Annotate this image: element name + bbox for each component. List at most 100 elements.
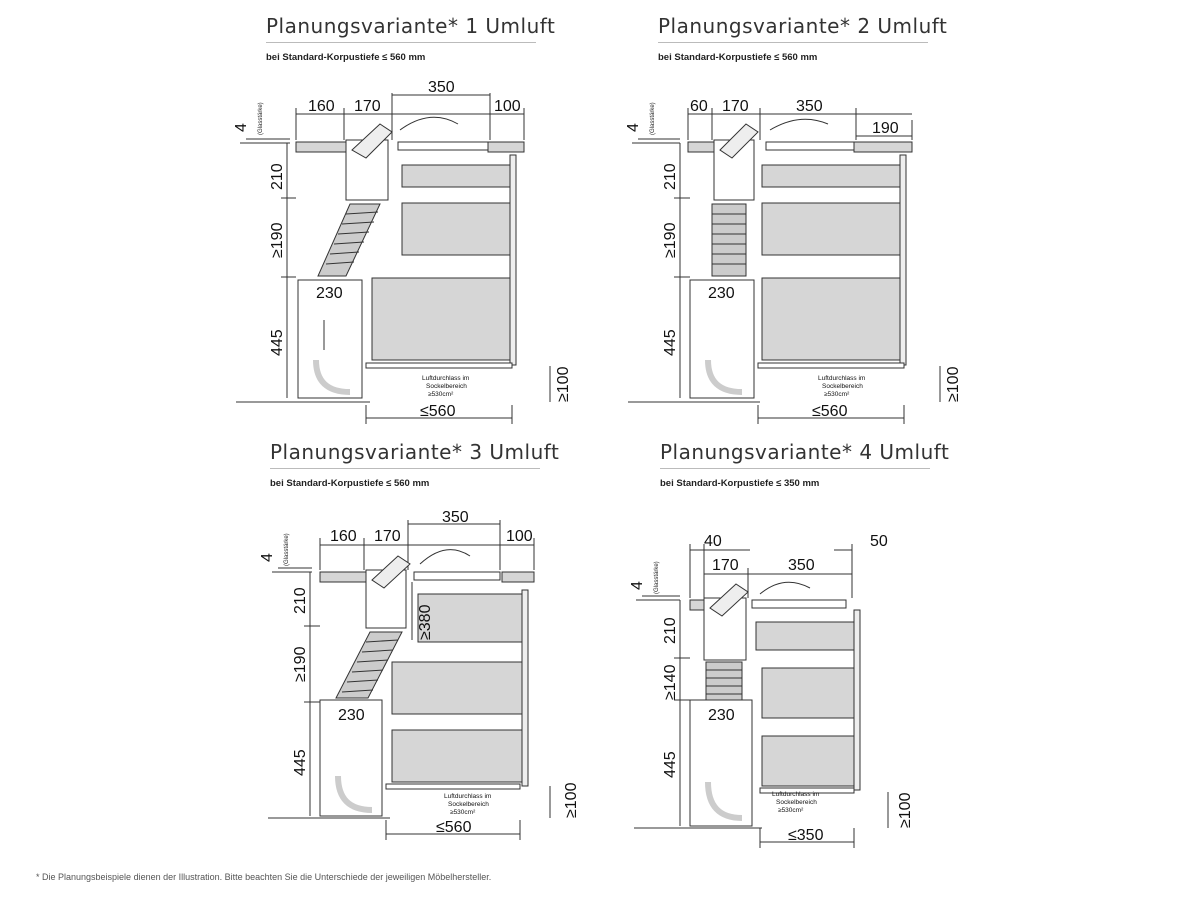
dim-v3: 445 [269, 329, 286, 356]
dim-v3: 445 [662, 329, 679, 356]
dim-top-c: 350 [428, 79, 455, 96]
air-note-line3: ≥530cm² [450, 809, 476, 816]
panel-title: Planungsvariante* 2 Umluft [658, 14, 948, 38]
cabinet-drawers [385, 589, 529, 790]
dim-box-width: 230 [708, 707, 735, 724]
panel-subtitle: bei Standard-Korpustiefe ≤ 560 mm [266, 52, 426, 63]
panel-variant-3: Planungsvariante* 3 Umluft bei Standard-… [270, 440, 830, 860]
duct-bellows [711, 203, 747, 277]
dim-top-b: 170 [374, 528, 401, 545]
title-rule [270, 468, 540, 469]
dimension-lines [268, 520, 551, 840]
dim-plinth-height: ≥100 [945, 366, 962, 402]
title-rule [658, 42, 928, 43]
dim-glass-thickness: 4 [625, 123, 642, 132]
dim-box-width: 230 [316, 285, 343, 302]
dim-top-d: 190 [872, 120, 899, 137]
filter-box [689, 699, 753, 827]
air-note-line3: ≥530cm² [778, 807, 804, 814]
panel-subtitle: bei Standard-Korpustiefe ≤ 560 mm [658, 52, 818, 63]
dim-v3: 445 [292, 749, 309, 776]
hood-unit [713, 118, 829, 201]
title-rule [266, 42, 536, 43]
air-note-line2: Sockelbereich [822, 383, 863, 390]
worktop [319, 571, 535, 583]
dim-v2: ≥190 [292, 646, 309, 682]
dim-v2: ≥190 [269, 222, 286, 258]
glass-label: (Glasstärke) [258, 102, 264, 135]
dim-glass-thickness: 4 [259, 553, 276, 562]
dim-plinth-height: ≥100 [555, 366, 572, 402]
dimension-lines [634, 544, 889, 848]
air-note-line2: Sockelbereich [776, 799, 817, 806]
duct-bellows [705, 661, 743, 701]
dim-top-b: 170 [354, 98, 381, 115]
glass-label: (Glasstärke) [284, 533, 290, 566]
dim-top-a: 160 [330, 528, 357, 545]
dim-glass-thickness: 4 [233, 123, 250, 132]
panel-title: Planungsvariante* 4 Umluft [660, 440, 950, 464]
panel-variant-4: Planungsvariante* 4 Umluft bei Standard-… [660, 440, 1200, 860]
hood-unit [365, 549, 471, 629]
cabinet-drawers [755, 609, 861, 794]
dim-depth: ≤350 [788, 827, 824, 844]
dim-v2: ≥140 [662, 664, 679, 700]
air-note-line1: Luftdurchlass im [422, 375, 469, 382]
dim-depth: ≤560 [436, 819, 472, 836]
dim-top-a: 160 [308, 98, 335, 115]
hood-unit [703, 581, 811, 661]
hood-unit [345, 116, 459, 201]
dim-top-b: 170 [722, 98, 749, 115]
dim-top-c: 350 [442, 509, 469, 526]
dim-top-d: 100 [506, 528, 533, 545]
air-note-line2: Sockelbereich [448, 801, 489, 808]
cabinet-drawers [365, 154, 517, 369]
air-note-line3: ≥530cm² [428, 391, 454, 398]
dim-top-a: 40 [704, 533, 722, 550]
glass-label: (Glasstärke) [654, 561, 660, 594]
dim-v1: 210 [269, 163, 286, 190]
dim-v2: ≥190 [662, 222, 679, 258]
panel-variant-1: Planungsvariante* 1 Umluft bei Standard-… [266, 14, 826, 434]
air-note-line1: Luftdurchlass im [772, 791, 819, 798]
air-note-line2: Sockelbereich [426, 383, 467, 390]
filter-box [689, 279, 755, 399]
panel-subtitle: bei Standard-Korpustiefe ≤ 560 mm [270, 478, 430, 489]
title-rule [660, 468, 930, 469]
dim-plinth-height: ≥100 [563, 782, 580, 818]
air-note-line1: Luftdurchlass im [444, 793, 491, 800]
dim-extra-height: ≥380 [417, 604, 434, 640]
dim-box-width: 230 [708, 285, 735, 302]
duct-bellows [317, 203, 381, 277]
dim-v3: 445 [662, 751, 679, 778]
dim-box-width: 230 [338, 707, 365, 724]
footnote: * Die Planungsbeispiele dienen der Illus… [36, 872, 492, 882]
dim-glass-thickness: 4 [629, 581, 646, 590]
filter-box [319, 699, 383, 817]
dim-top-c: 350 [788, 557, 815, 574]
cabinet-drawers [757, 154, 907, 369]
panel-title: Planungsvariante* 1 Umluft [266, 14, 556, 38]
filter-box [297, 279, 363, 399]
panel-title: Planungsvariante* 3 Umluft [270, 440, 560, 464]
dim-top-d: 100 [494, 98, 521, 115]
dim-v1: 210 [662, 617, 679, 644]
dim-top-c: 350 [796, 98, 823, 115]
panel-subtitle: bei Standard-Korpustiefe ≤ 350 mm [660, 478, 820, 489]
dim-plinth-height: ≥100 [897, 792, 914, 828]
worktop [687, 141, 913, 153]
worktop [295, 141, 525, 153]
dim-v1: 210 [662, 163, 679, 190]
dim-top-d: 50 [870, 533, 888, 550]
dim-top-a: 60 [690, 98, 708, 115]
air-note-line1: Luftdurchlass im [818, 375, 865, 382]
dim-depth: ≤560 [420, 403, 456, 420]
dimension-lines [236, 93, 551, 424]
air-note-line3: ≥530cm² [824, 391, 850, 398]
duct-bellows [335, 631, 403, 699]
glass-label: (Glasstärke) [650, 102, 656, 135]
panel-variant-2: Planungsvariante* 2 Umluft bei Standard-… [658, 14, 1200, 434]
